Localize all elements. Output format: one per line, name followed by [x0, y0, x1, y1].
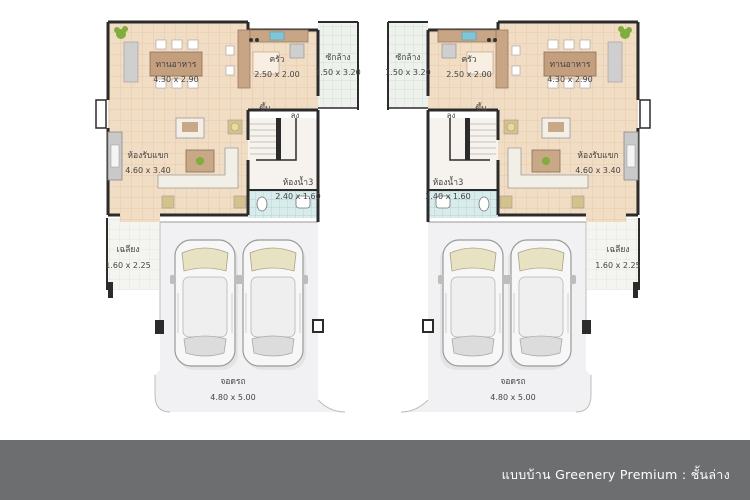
unit-left-labels: ทานอาหาร 4.30 x 2.90 ครัว 2.50 x 2.00 ซั…: [105, 52, 360, 402]
plan-caption: แบบบ้าน Greenery Premium : ชั้นล่าง: [501, 467, 730, 482]
stair-down-label: ลง: [447, 111, 456, 120]
carport-name: จอดรถ: [500, 377, 525, 387]
laundry-name: ซักล้าง: [325, 52, 350, 63]
laundry-size: 1.50 x 3.20: [385, 68, 430, 77]
bath-size: 2.40 x 1.60: [425, 192, 470, 201]
unit-right-labels: ทานอาหาร 4.30 x 2.90 ครัว 2.50 x 2.00 ซั…: [385, 52, 640, 402]
kitchen-size: 2.50 x 2.00: [254, 70, 299, 79]
laundry-name: ซักล้าง: [395, 52, 420, 63]
kitchen-name: ครัว: [461, 55, 476, 65]
carport-size: 4.80 x 5.00: [210, 393, 255, 402]
living-size: 4.60 x 3.40: [575, 166, 620, 175]
unit-left: ทานอาหาร 4.30 x 2.90 ครัว 2.50 x 2.00 ซั…: [96, 22, 361, 412]
stair-up-label: ขึ้น: [475, 102, 487, 114]
living-name: ห้องรับแขก: [577, 150, 618, 161]
terrace-name: เฉลียง: [116, 244, 139, 255]
dining-size: 4.30 x 2.90: [153, 75, 198, 84]
dining-name: ทานอาหาร: [155, 60, 196, 70]
unit-right: ทานอาหาร 4.30 x 2.90 ครัว 2.50 x 2.00 ซั…: [385, 22, 650, 412]
kitchen-size: 2.50 x 2.00: [446, 70, 491, 79]
carport-name: จอดรถ: [220, 377, 245, 387]
carport-size: 4.80 x 5.00: [490, 393, 535, 402]
footer-bar: [0, 440, 750, 500]
living-name: ห้องรับแขก: [127, 150, 168, 161]
bath-name: ห้องน้ำ3: [283, 176, 314, 188]
dining-name: ทานอาหาร: [549, 60, 590, 70]
living-size: 4.60 x 3.40: [125, 166, 170, 175]
terrace-size: 1.60 x 2.25: [105, 261, 150, 270]
laundry-size: 1.50 x 3.20: [315, 68, 360, 77]
kitchen-name: ครัว: [269, 55, 284, 65]
bath-size: 2.40 x 1.60: [275, 192, 320, 201]
terrace-size: 1.60 x 2.25: [595, 261, 640, 270]
terrace-name: เฉลียง: [606, 244, 629, 255]
dining-size: 4.30 x 2.90: [547, 75, 592, 84]
floor-plan: ทานอาหาร 4.30 x 2.90 ครัว 2.50 x 2.00 ซั…: [0, 0, 750, 440]
stair-up-label: ขึ้น: [259, 102, 271, 114]
bath-name: ห้องน้ำ3: [433, 176, 464, 188]
stair-down-label: ลง: [291, 111, 300, 120]
